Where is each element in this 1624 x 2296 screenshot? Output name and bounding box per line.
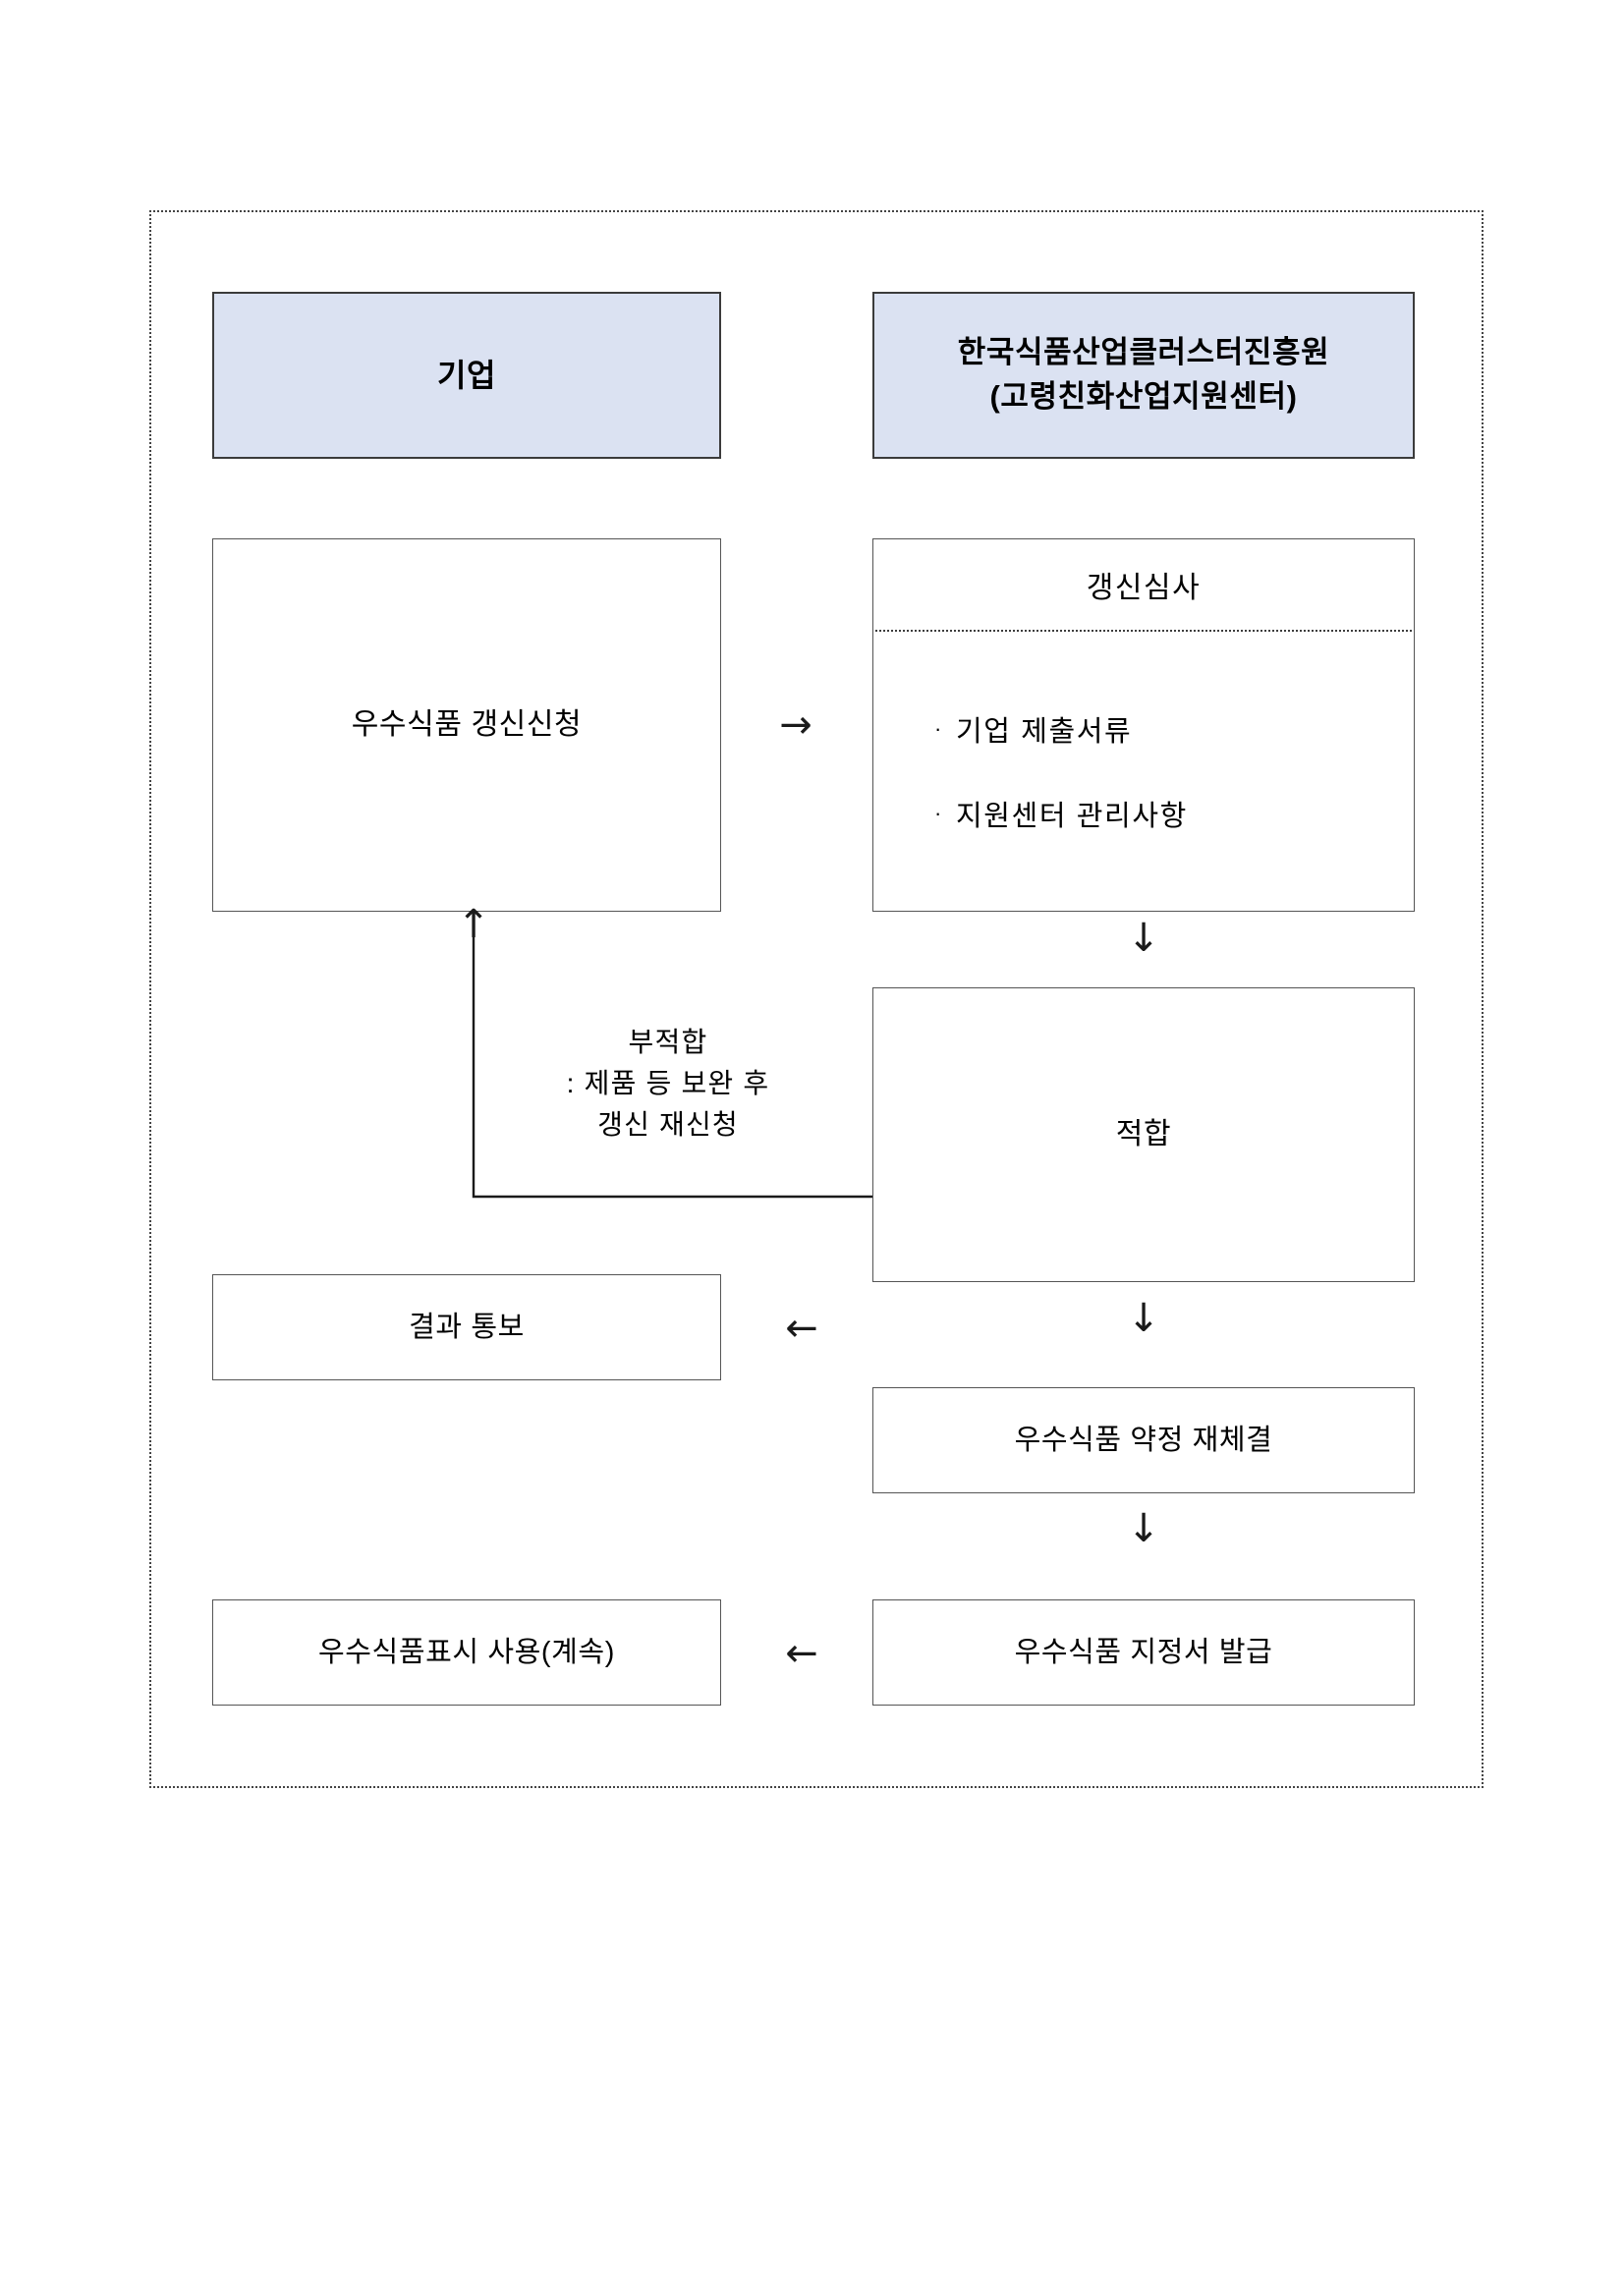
node-label-use-label: 우수식품표시 사용(계속) bbox=[318, 1636, 615, 1668]
review-item-1-label: 지원센터 관리사항 bbox=[956, 801, 1188, 832]
node-renewal-review: 갱신심사 · 기업 제출서류 · 지원센터 관리사항 bbox=[872, 538, 1415, 912]
node-agreement-renewal-label: 우수식품 약정 재체결 bbox=[1014, 1424, 1273, 1456]
header-agency-label-line1: 한국식품산업클러스터진흥원 bbox=[957, 335, 1330, 370]
node-certificate-issue: 우수식품 지정서 발급 bbox=[872, 1599, 1415, 1706]
review-item-1: · 지원센터 관리사항 bbox=[934, 793, 1414, 834]
review-item-0-label: 기업 제출서류 bbox=[956, 716, 1133, 748]
loop-caption-line1: 부적합 bbox=[628, 1027, 708, 1057]
node-label-use: 우수식품표시 사용(계속) bbox=[212, 1599, 721, 1706]
arrow-left-icon-certificate-to-label-use: ← bbox=[785, 1631, 818, 1676]
review-item-list: · 기업 제출서류 · 지원센터 관리사항 bbox=[873, 632, 1414, 911]
node-certificate-issue-label: 우수식품 지정서 발급 bbox=[1014, 1636, 1273, 1668]
review-item-0: · 기업 제출서류 bbox=[934, 708, 1414, 750]
bullet-dot-icon: · bbox=[934, 716, 943, 741]
header-company-label: 기업 bbox=[436, 357, 497, 393]
loop-caption-nonconforming: 부적합 : 제품 등 보완 후 갱신 재신청 bbox=[511, 1022, 825, 1146]
arrow-down-icon-review-to-pass: ↓ bbox=[1127, 916, 1160, 961]
header-box-agency: 한국식품산업클러스터진흥원 (고령친화산업지원센터) bbox=[872, 292, 1415, 459]
node-result-notification: 결과 통보 bbox=[212, 1274, 721, 1380]
node-pass: 적합 bbox=[872, 987, 1415, 1282]
review-divider bbox=[875, 630, 1412, 632]
bullet-dot-icon: · bbox=[934, 801, 943, 825]
arrow-down-icon-reagreement-to-certificate: ↓ bbox=[1127, 1506, 1160, 1551]
loop-caption-line2: : 제품 등 보완 후 bbox=[566, 1068, 770, 1098]
header-box-company: 기업 bbox=[212, 292, 721, 459]
node-pass-label: 적합 bbox=[1115, 1118, 1172, 1151]
node-result-notification-label: 결과 통보 bbox=[409, 1311, 525, 1343]
arrow-left-icon-pass-to-notify: ← bbox=[785, 1306, 818, 1351]
arrow-up-icon-reapply: ↑ bbox=[457, 902, 490, 947]
node-renewal-application: 우수식품 갱신신청 bbox=[212, 538, 721, 912]
node-renewal-application-label: 우수식품 갱신신청 bbox=[351, 708, 583, 742]
loop-caption-line3: 갱신 재신청 bbox=[597, 1109, 739, 1140]
node-agreement-renewal: 우수식품 약정 재체결 bbox=[872, 1387, 1415, 1493]
header-agency-label-line2: (고령친화산업지원센터) bbox=[989, 379, 1298, 414]
diagram-outer-frame bbox=[149, 210, 1484, 1788]
node-renewal-review-title: 갱신심사 bbox=[1086, 572, 1202, 604]
arrow-down-icon-pass-to-reagreement: ↓ bbox=[1127, 1296, 1160, 1341]
arrow-right-icon-apply-to-review: → bbox=[779, 702, 812, 748]
